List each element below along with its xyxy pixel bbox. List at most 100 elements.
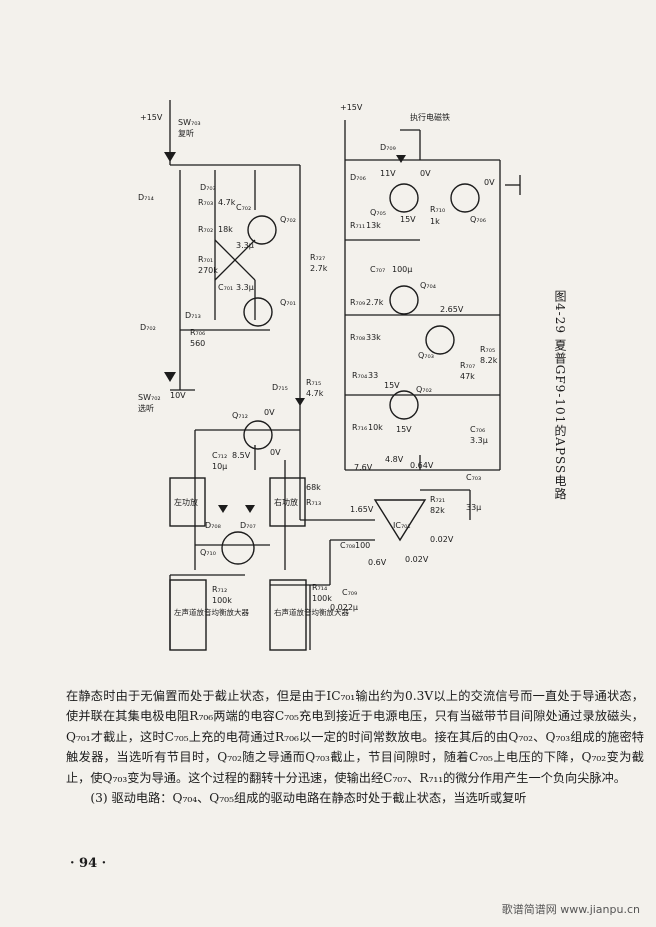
label-sw703: SW₇₀₃ bbox=[178, 118, 201, 127]
label-v11: 11V bbox=[380, 169, 396, 178]
label-r713-val: 68k bbox=[306, 483, 321, 492]
diodes-switches bbox=[164, 152, 406, 513]
label-r716: R₇₁₆ bbox=[352, 423, 367, 432]
label-sw702-name: 选听 bbox=[138, 403, 154, 413]
label-r727: R₇₂₇ bbox=[310, 253, 325, 262]
label-q704: Q₇₀₄ bbox=[420, 281, 436, 290]
label-r705: R₇₀₅ bbox=[480, 345, 495, 354]
label-r715-val: 4.7k bbox=[306, 389, 324, 398]
label-v48: 4.8V bbox=[385, 455, 404, 464]
figure-caption: 图4-29 夏普GF9-101的APSS电路 bbox=[553, 290, 567, 501]
label-r715: R₇₁₅ bbox=[306, 378, 321, 387]
label-r713: R₇₁₃ bbox=[306, 498, 321, 507]
apss-circuit-schematic: +15V SW₇₀₃ 复听 D₇₁₄ D₇₀₃ R₇₀₃ 4.7k R₇₀₂ 1… bbox=[138, 100, 521, 651]
label-q702-left: Q₇₀₂ bbox=[280, 215, 296, 224]
label-v002b: 0.02V bbox=[430, 535, 454, 544]
label-d714: D₇₁₄ bbox=[138, 193, 154, 202]
label-v165: 1.65V bbox=[350, 505, 374, 514]
label-v0: 0V bbox=[420, 169, 431, 178]
watermark: 歌谱简谱网 www.jianpu.cn bbox=[501, 903, 640, 916]
label-q710: Q₇₁₀ bbox=[200, 548, 216, 557]
label-c706-val: 3.3μ bbox=[470, 436, 488, 445]
label-c707: C₇₀₇ bbox=[370, 265, 385, 274]
label-v15b: 15V bbox=[384, 381, 400, 390]
label-c703: C₇₀₃ bbox=[466, 473, 481, 482]
label-r709-val: 2.7k bbox=[366, 298, 384, 307]
label-r701-val: 270k bbox=[198, 266, 218, 275]
label-v265: 2.65V bbox=[440, 305, 464, 314]
page-number: · 94 · bbox=[70, 856, 107, 871]
label-r709: R₇₀₉ bbox=[350, 298, 365, 307]
label-left-eq: 左声道放音均衡放大器 bbox=[174, 607, 249, 617]
label-v06: 0.6V bbox=[368, 558, 387, 567]
label-r703: R₇₀₃ bbox=[198, 198, 213, 207]
label-c702: C₇₀₂ bbox=[236, 203, 251, 212]
label-c708: C₇₀₈ bbox=[340, 541, 355, 550]
label-r712: R₇₁₂ bbox=[212, 585, 227, 594]
label-right-eq: 右声道放音均衡放大器 bbox=[274, 607, 349, 617]
label-d713: D₇₁₃ bbox=[185, 311, 201, 320]
label-q712-v2: 0V bbox=[270, 448, 281, 457]
label-c702-val: 3.3μ bbox=[236, 241, 254, 250]
label-v10: 10V bbox=[170, 391, 186, 400]
label-d715: D₇₁₅ bbox=[272, 383, 288, 392]
label-d702: D₇₀₂ bbox=[140, 323, 156, 332]
label-r706-val: 560 bbox=[190, 339, 205, 348]
label-r706: R₇₀₆ bbox=[190, 328, 205, 337]
label-sw702: SW₇₀₂ bbox=[138, 393, 161, 402]
label-r707-val: 47k bbox=[460, 372, 475, 381]
label-r702: R₇₀₂ bbox=[198, 225, 213, 234]
label-d703: D₇₀₃ bbox=[200, 183, 216, 192]
transistors bbox=[221, 183, 480, 565]
label-r714-val: 100k bbox=[312, 594, 332, 603]
label-r711-val: 13k bbox=[366, 221, 381, 230]
label-q703: Q₇₀₃ bbox=[418, 351, 434, 360]
label-c712-v: 8.5V bbox=[232, 451, 251, 460]
label-c703-val: 33μ bbox=[466, 503, 481, 512]
blocks bbox=[169, 477, 427, 651]
label-r704: R₇₀₄ bbox=[352, 371, 367, 380]
label-c707-val: 100μ bbox=[392, 265, 412, 274]
label-q701: Q₇₀₁ bbox=[280, 298, 296, 307]
label-r703-val: 4.7k bbox=[218, 198, 236, 207]
label-r704-val: 33 bbox=[368, 371, 378, 380]
label-q712: Q₇₁₂ bbox=[232, 411, 248, 420]
body-text: 在静态时由于无偏置而处于截止状态，但是由于IC₇₀₁输出约为0.3V以上的交流信… bbox=[66, 686, 644, 808]
label-v15c: 15V bbox=[396, 425, 412, 434]
label-v76: 7.6V bbox=[354, 463, 373, 472]
label-c701: C₇₀₁ bbox=[218, 283, 233, 292]
label-c709: C₇₀₉ bbox=[342, 588, 357, 597]
label-ic701: IC₇₀₁ bbox=[393, 521, 411, 530]
label-v0b: 0V bbox=[484, 178, 495, 187]
paragraph-1: 在静态时由于无偏置而处于截止状态，但是由于IC₇₀₁输出约为0.3V以上的交流信… bbox=[66, 689, 644, 785]
label-q706: Q₇₀₆ bbox=[470, 215, 486, 224]
label-r721: R₇₂₁ bbox=[430, 495, 445, 504]
label-c706: C₇₀₆ bbox=[470, 425, 485, 434]
label-r708-val: 33k bbox=[366, 333, 381, 342]
label-right-amp: 右功放 bbox=[274, 497, 298, 507]
label-c709-val: 0.022μ bbox=[330, 603, 358, 612]
label-r712-val: 100k bbox=[212, 596, 232, 605]
label-q705: Q₇₀₅ bbox=[370, 208, 386, 217]
label-r710-val: 1k bbox=[430, 217, 440, 226]
label-c701-val: 3.3μ bbox=[236, 283, 254, 292]
label-left-amp: 左功放 bbox=[174, 497, 198, 507]
label-r702-val: 18k bbox=[218, 225, 233, 234]
label-r708: R₇₀₈ bbox=[350, 333, 365, 342]
label-r701: R₇₀₁ bbox=[198, 255, 213, 264]
label-sw703-name: 复听 bbox=[178, 128, 194, 138]
label-v15-right: +15V bbox=[340, 103, 363, 112]
label-d708: D₇₀₈ bbox=[205, 521, 221, 530]
label-r721-val: 82k bbox=[430, 506, 445, 515]
label-r705-val: 8.2k bbox=[480, 356, 498, 365]
paragraph-2: (3) 驱动电路：Q₇₀₄、Q₇₀₅组成的驱动电路在静态时处于截止状态，当选听或… bbox=[90, 791, 527, 806]
label-r711: R₇₁₁ bbox=[350, 221, 365, 230]
label-r710: R₇₁₀ bbox=[430, 205, 445, 214]
label-r714: R₇₁₄ bbox=[312, 583, 327, 592]
label-d707: D₇₀₇ bbox=[240, 521, 256, 530]
component-labels: +15V SW₇₀₃ 复听 D₇₁₄ D₇₀₃ R₇₀₃ 4.7k R₇₀₂ 1… bbox=[138, 103, 498, 617]
label-d706: D₇₀₆ bbox=[350, 173, 366, 182]
label-r727-val: 2.7k bbox=[310, 264, 328, 273]
label-v15-left: +15V bbox=[140, 113, 163, 122]
